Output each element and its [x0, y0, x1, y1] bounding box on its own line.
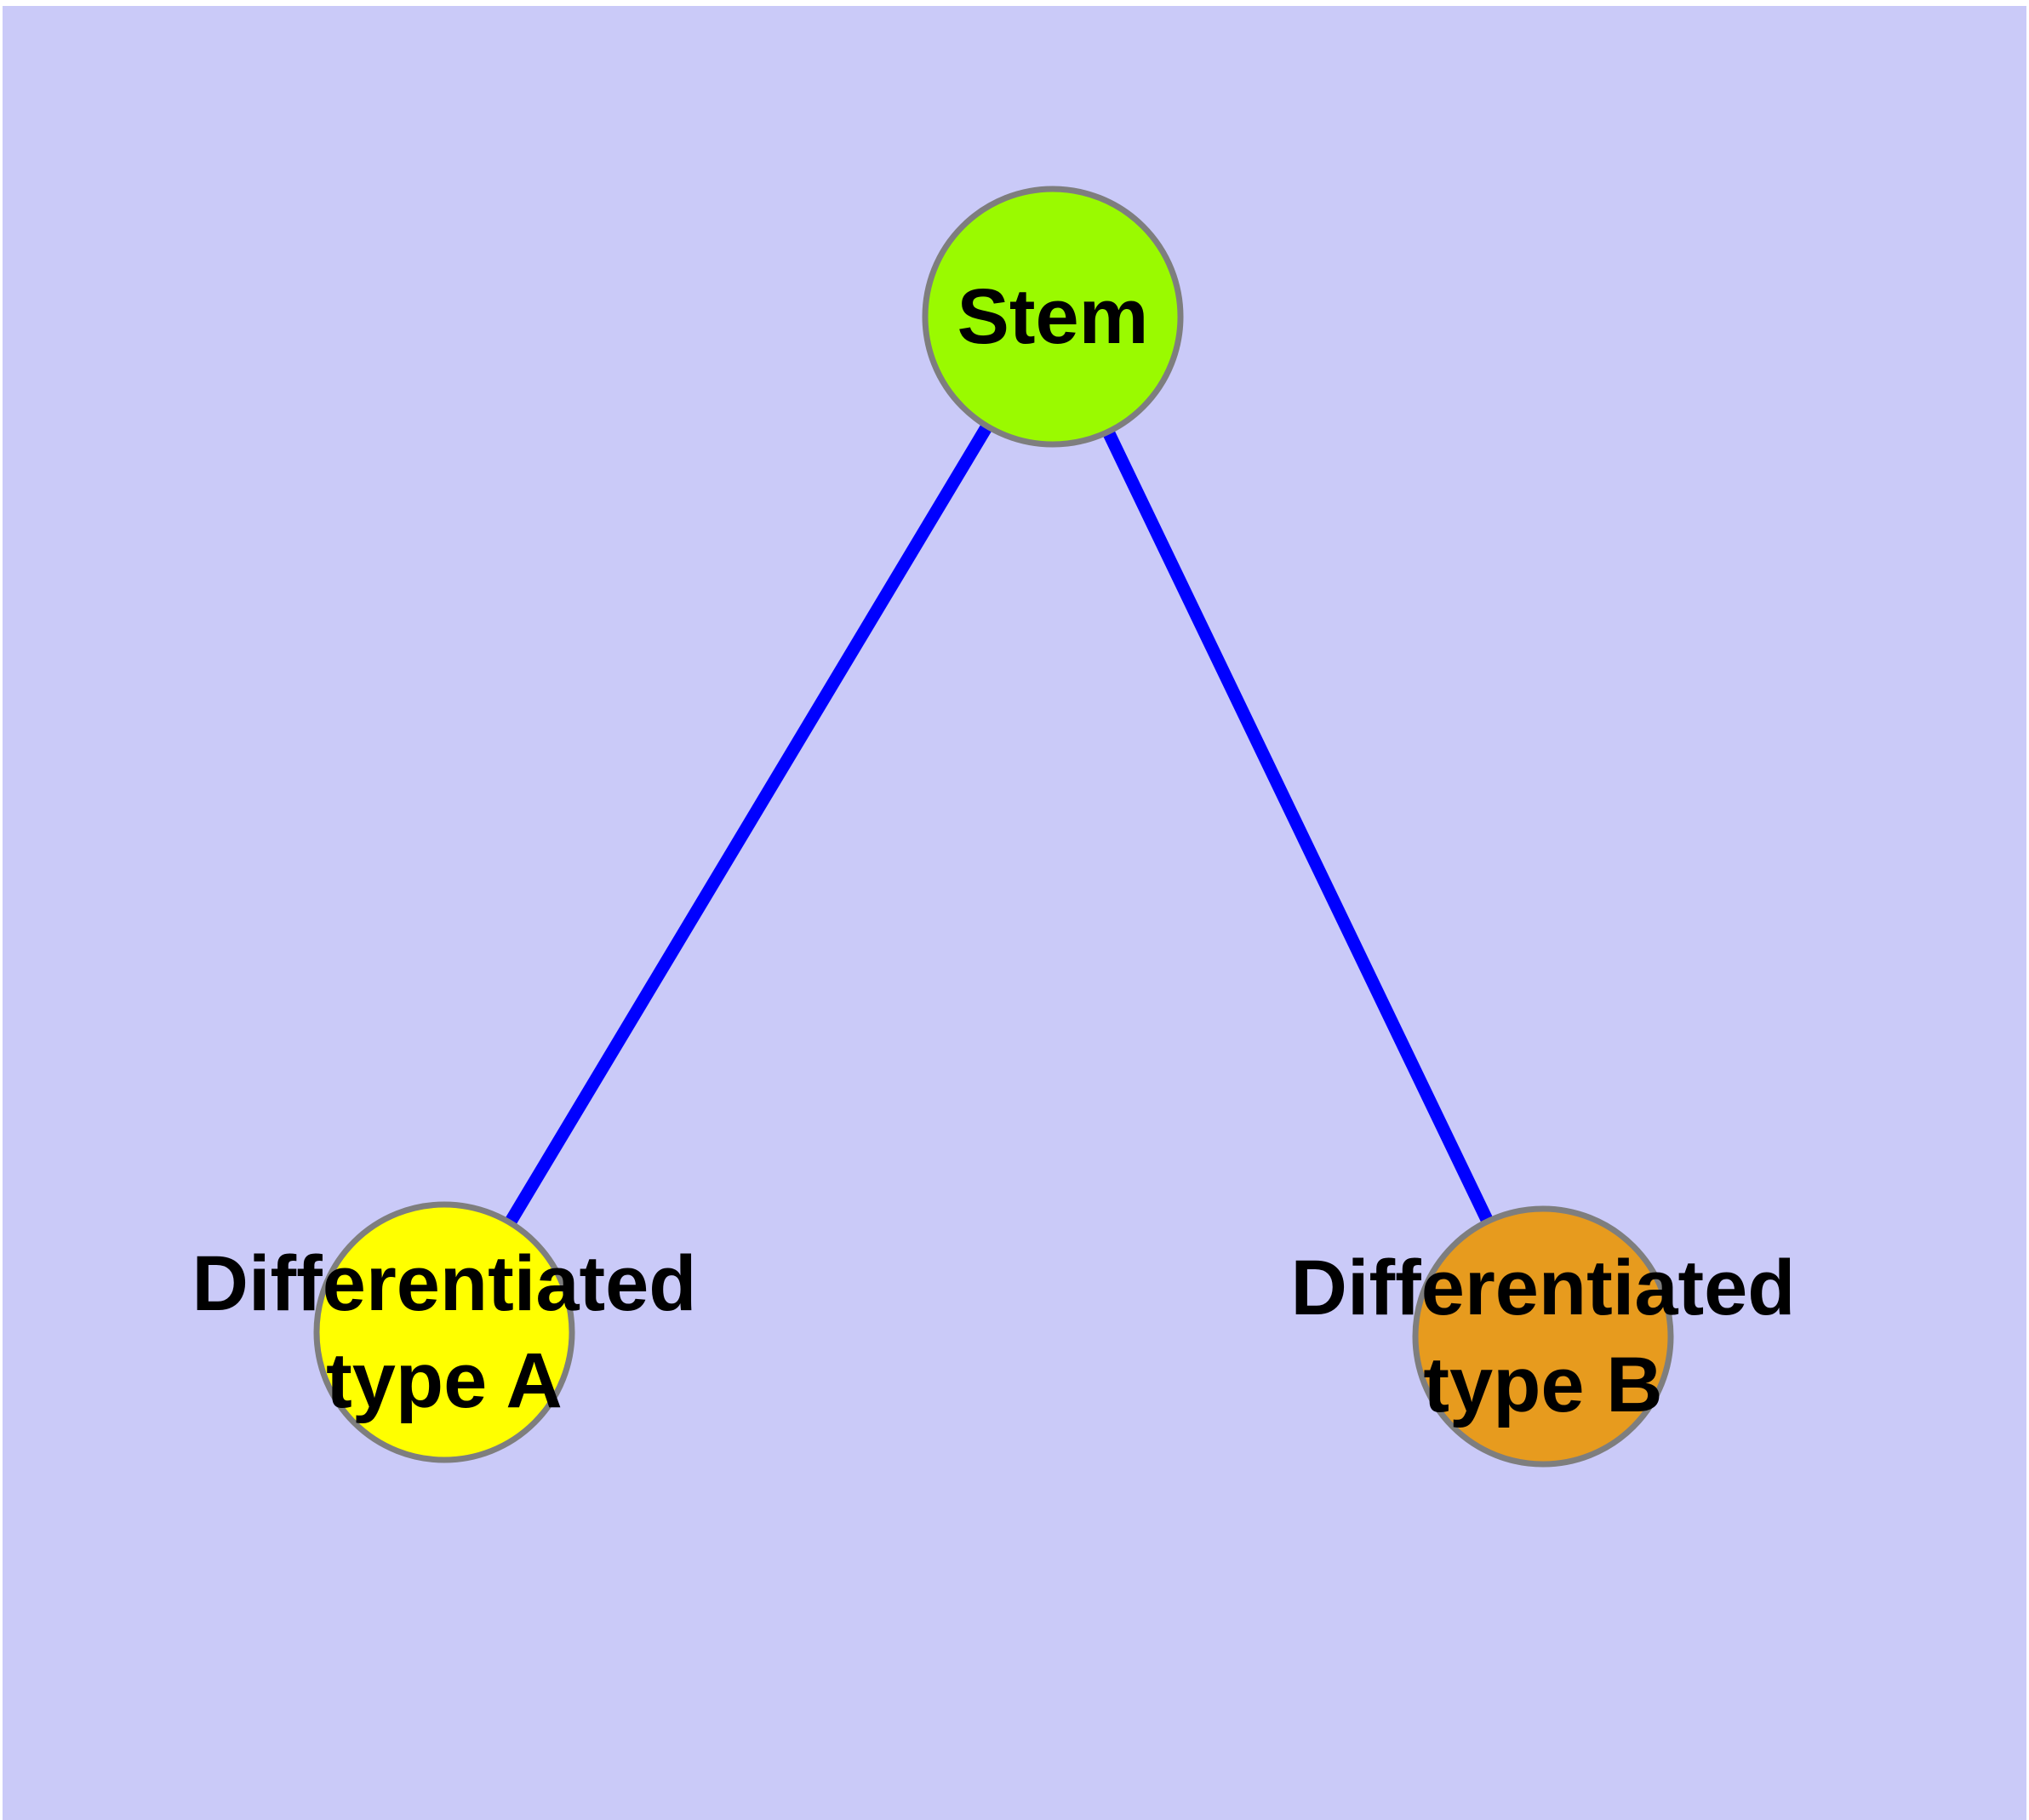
edge-stem-to-differentiated-type-a — [438, 313, 1059, 1336]
node-circle-stem — [922, 186, 1184, 448]
node-stem: Stem — [922, 186, 1184, 448]
edges-layer — [438, 313, 1549, 1340]
node-label-stem: Stem — [957, 273, 1149, 360]
node-circle-differentiated-type-b — [1412, 1205, 1674, 1468]
node-circle-differentiated-type-a — [313, 1201, 575, 1463]
edge-stem-to-differentiated-type-b — [1047, 313, 1549, 1340]
